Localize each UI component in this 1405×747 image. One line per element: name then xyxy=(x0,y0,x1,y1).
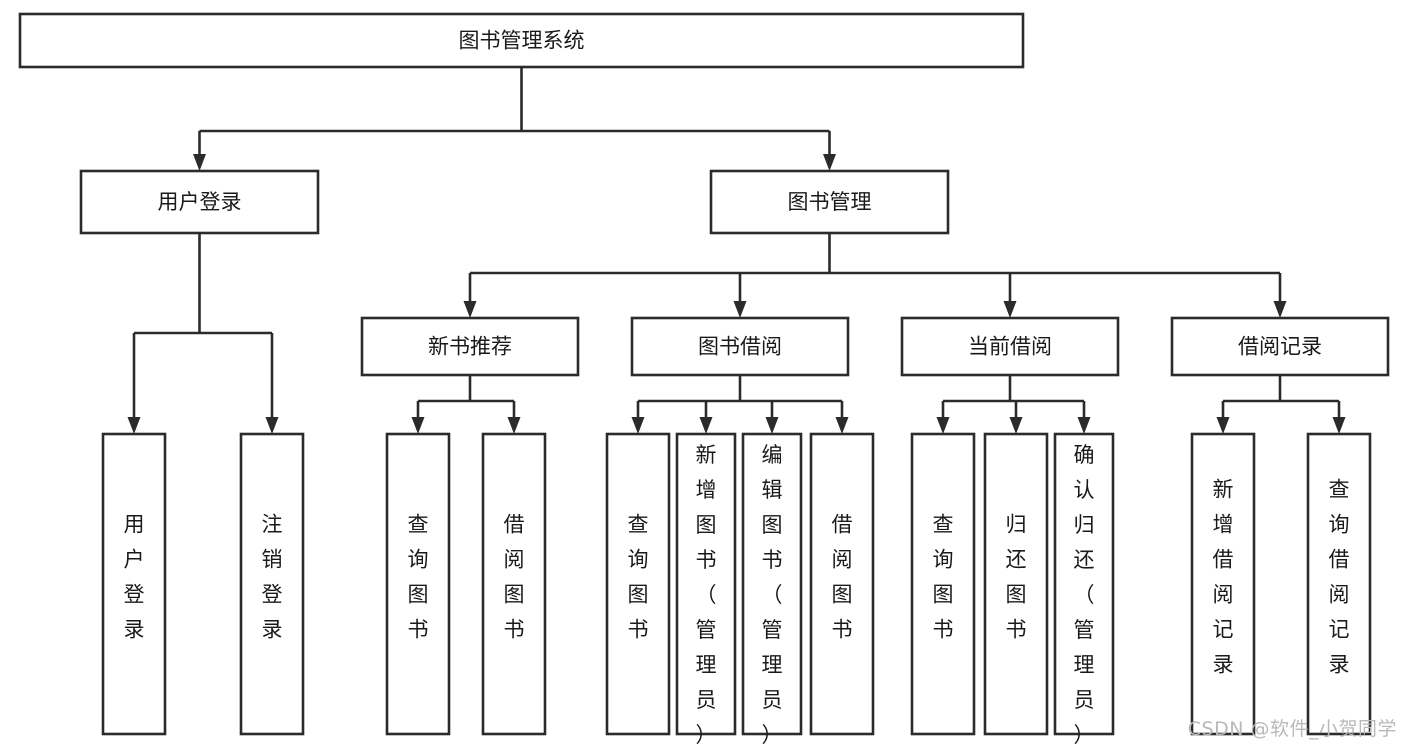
node-box-leaf-user-logout xyxy=(239,432,305,736)
node-label-leaf-return-book: 归还图书 xyxy=(1006,513,1027,642)
node-label-leaf-query-book-3: 查询图书 xyxy=(933,513,954,642)
node-leaf-return-book[interactable]: 归还图书 xyxy=(983,432,1049,736)
node-label-leaf-borrow-book-2: 借阅图书 xyxy=(832,513,853,642)
node-leaf-edit-book[interactable]: 编辑图书（管理员） xyxy=(741,432,803,747)
node-label-leaf-edit-book: 编辑图书（管理员） xyxy=(762,443,783,747)
node-box-leaf-query-book-1 xyxy=(385,432,451,736)
connector-group-book-borrow xyxy=(631,375,849,434)
arrow-head-leaf-query-record xyxy=(1332,417,1346,434)
node-leaf-query-record[interactable]: 查询借阅记录 xyxy=(1306,432,1372,736)
node-label-book-borrow: 图书借阅 xyxy=(698,335,782,359)
node-box-leaf-query-book-3 xyxy=(910,432,976,736)
node-label-borrow-record: 借阅记录 xyxy=(1238,335,1322,359)
node-new-book-rec[interactable]: 新书推荐 xyxy=(360,316,580,377)
connector-layer xyxy=(127,67,1346,434)
node-label-leaf-add-record: 新增借阅记录 xyxy=(1213,478,1234,677)
node-leaf-user-logout[interactable]: 注销登录 xyxy=(239,432,305,736)
node-user-login[interactable]: 用户登录 xyxy=(79,169,320,235)
node-box-book-borrow xyxy=(630,316,850,377)
node-box-leaf-borrow-book-2 xyxy=(809,432,875,736)
node-leaf-add-book[interactable]: 新增图书（管理员） xyxy=(675,432,737,747)
node-label-leaf-query-book-2: 查询图书 xyxy=(628,513,649,642)
connector-group-new-book-rec xyxy=(411,375,521,434)
node-label-leaf-borrow-book-1: 借阅图书 xyxy=(504,513,525,642)
node-leaf-add-record[interactable]: 新增借阅记录 xyxy=(1190,432,1256,736)
node-box-leaf-user-login xyxy=(101,432,167,736)
node-label-leaf-add-book: 新增图书（管理员） xyxy=(696,443,717,747)
node-book-manage[interactable]: 图书管理 xyxy=(709,169,950,235)
node-label-current-borrow: 当前借阅 xyxy=(968,335,1052,359)
node-leaf-query-book-2[interactable]: 查询图书 xyxy=(605,432,671,736)
node-label-book-manage: 图书管理 xyxy=(788,190,872,214)
node-box-leaf-add-record xyxy=(1190,432,1256,736)
node-book-borrow[interactable]: 图书借阅 xyxy=(630,316,850,377)
node-box-user-login xyxy=(79,169,320,235)
connector-group-user-login xyxy=(127,233,279,434)
arrow-head-leaf-edit-book xyxy=(765,417,779,434)
arrow-head-leaf-return-book xyxy=(1009,417,1023,434)
node-box-borrow-record xyxy=(1170,316,1390,377)
node-leaf-confirm-return[interactable]: 确认归还（管理员） xyxy=(1053,432,1115,747)
node-label-leaf-confirm-return: 确认归还（管理员） xyxy=(1074,443,1095,747)
node-box-book-manage xyxy=(709,169,950,235)
node-label-leaf-query-record: 查询借阅记录 xyxy=(1329,478,1350,677)
node-box-leaf-return-book xyxy=(983,432,1049,736)
arrow-head-current-borrow xyxy=(1003,301,1017,318)
node-box-leaf-confirm-return xyxy=(1053,432,1115,736)
arrow-head-leaf-add-record xyxy=(1216,417,1230,434)
arrow-head-book-borrow xyxy=(733,301,747,318)
node-leaf-borrow-book-1[interactable]: 借阅图书 xyxy=(481,432,547,736)
node-leaf-query-book-1[interactable]: 查询图书 xyxy=(385,432,451,736)
node-leaf-query-book-3[interactable]: 查询图书 xyxy=(910,432,976,736)
node-box-leaf-add-book xyxy=(675,432,737,736)
node-label-leaf-user-logout: 注销登录 xyxy=(262,513,283,642)
arrow-head-leaf-query-book-2 xyxy=(631,417,645,434)
arrow-head-leaf-borrow-book-1 xyxy=(507,417,521,434)
node-box-leaf-query-record xyxy=(1306,432,1372,736)
arrow-head-leaf-user-logout xyxy=(265,417,279,434)
node-leaf-borrow-book-2[interactable]: 借阅图书 xyxy=(809,432,875,736)
node-box-root xyxy=(18,12,1025,69)
node-box-leaf-query-book-2 xyxy=(605,432,671,736)
arrow-head-borrow-record xyxy=(1273,301,1287,318)
node-label-leaf-query-book-1: 查询图书 xyxy=(408,513,429,642)
node-label-new-book-rec: 新书推荐 xyxy=(428,335,512,359)
node-box-leaf-borrow-book-1 xyxy=(481,432,547,736)
node-box-leaf-edit-book xyxy=(741,432,803,736)
connector-group-root xyxy=(193,67,836,171)
arrow-head-leaf-borrow-book-2 xyxy=(835,417,849,434)
node-label-user-login: 用户登录 xyxy=(158,190,242,214)
node-label-leaf-user-login: 用户登录 xyxy=(124,513,145,642)
arrow-head-new-book-rec xyxy=(463,301,477,318)
node-leaf-user-login[interactable]: 用户登录 xyxy=(101,432,167,736)
node-current-borrow[interactable]: 当前借阅 xyxy=(900,316,1120,377)
arrow-head-book-manage xyxy=(823,154,836,171)
arrow-head-leaf-add-book xyxy=(699,417,713,434)
node-box-new-book-rec xyxy=(360,316,580,377)
connector-group-book-manage xyxy=(463,233,1287,318)
arrow-head-user-login xyxy=(193,154,206,171)
connector-group-current-borrow xyxy=(936,375,1091,434)
node-box-current-borrow xyxy=(900,316,1120,377)
node-layer: 图书管理系统用户登录图书管理新书推荐图书借阅当前借阅借阅记录用户登录注销登录查询… xyxy=(18,12,1390,747)
arrow-head-leaf-query-book-3 xyxy=(936,417,950,434)
arrow-head-leaf-query-book-1 xyxy=(411,417,425,434)
node-borrow-record[interactable]: 借阅记录 xyxy=(1170,316,1390,377)
node-root[interactable]: 图书管理系统 xyxy=(18,12,1025,69)
arrow-head-leaf-confirm-return xyxy=(1077,417,1091,434)
connector-group-borrow-record xyxy=(1216,375,1346,434)
arrow-head-leaf-user-login xyxy=(127,417,141,434)
node-label-root: 图书管理系统 xyxy=(459,29,585,53)
